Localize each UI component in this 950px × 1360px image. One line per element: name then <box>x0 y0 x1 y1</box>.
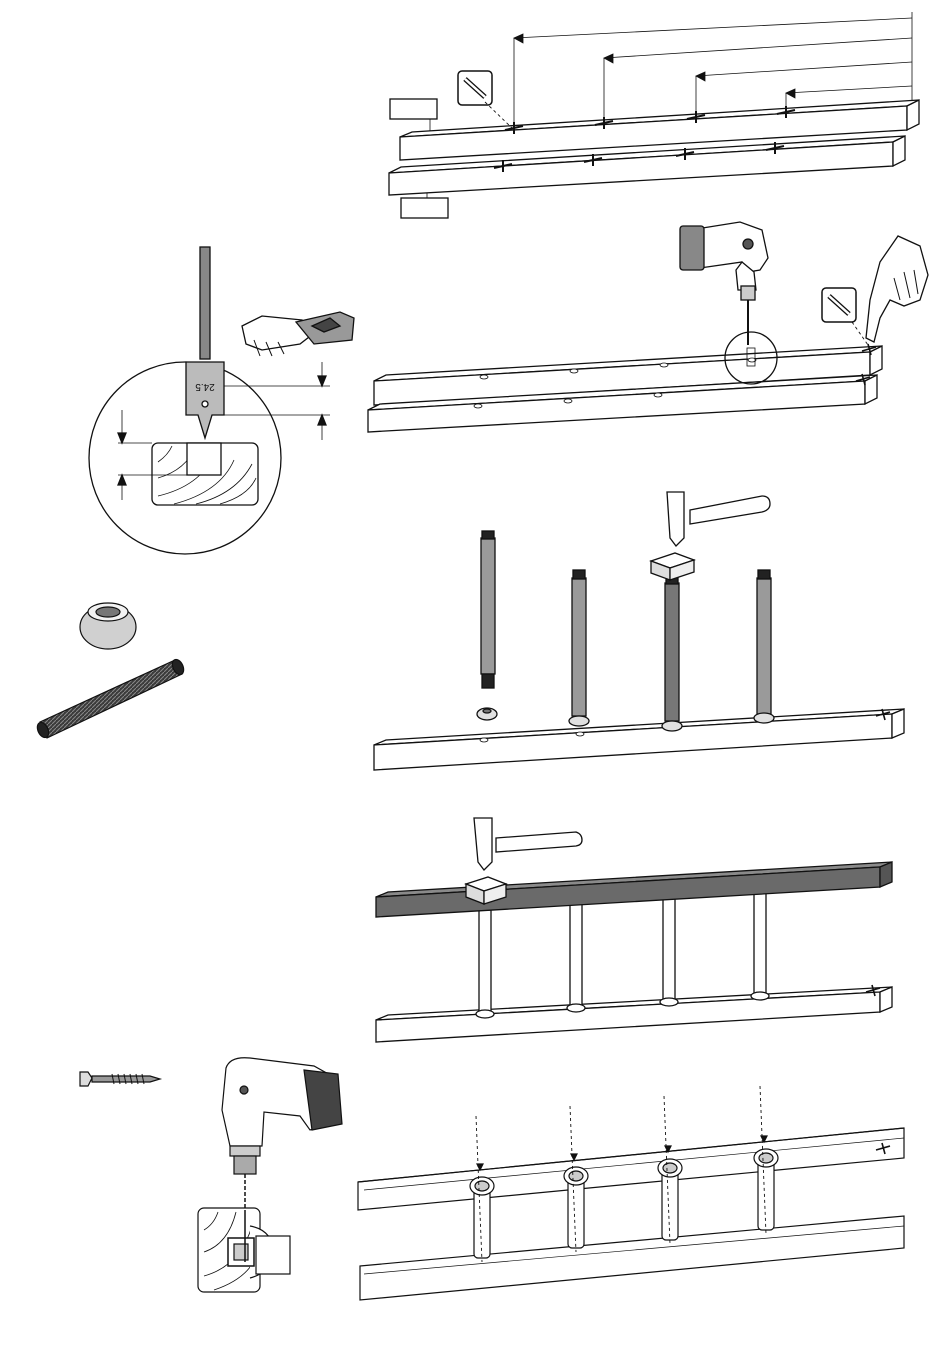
pencil-icon <box>458 71 512 128</box>
rail-label-box-bottom <box>401 198 448 218</box>
rail-top <box>358 1128 904 1210</box>
utility-knife-icon <box>242 312 354 356</box>
rail-bottom <box>376 987 892 1042</box>
step1-marking-rails <box>389 12 919 218</box>
step6-final-assembly <box>358 1086 904 1300</box>
rung-1 <box>477 531 497 720</box>
rung-4 <box>754 570 774 723</box>
cordless-drill-icon <box>222 1058 342 1232</box>
dome-cap-nut-icon <box>80 603 136 649</box>
rung-3 <box>662 1170 678 1240</box>
rail-bottom <box>360 1216 904 1300</box>
threaded-rod-icon <box>35 658 186 740</box>
rail-label-box-top <box>390 99 437 119</box>
step3-inserting-rungs <box>374 492 904 770</box>
parts-hardware <box>35 603 186 739</box>
drilled-hole-section <box>187 443 221 475</box>
rung-2 <box>569 570 589 726</box>
rail-top-dark <box>376 862 892 917</box>
pencil-icon <box>822 288 868 345</box>
cordless-drill-icon <box>680 222 768 345</box>
rung-1 <box>474 1188 490 1258</box>
pointing-hand-icon <box>866 236 928 342</box>
bit-shank <box>200 247 210 359</box>
bit-size-label: 24.5 <box>195 381 215 392</box>
rung-4 <box>754 892 766 996</box>
wood-screw-icon <box>80 1072 160 1086</box>
rung-3 <box>651 553 694 731</box>
rung-1 <box>479 910 491 1014</box>
hammer-icon <box>667 492 770 546</box>
rung-2 <box>570 904 582 1008</box>
step4-fitting-top-rail <box>376 818 892 1042</box>
hammer-icon <box>474 818 582 870</box>
rung-4 <box>758 1160 774 1230</box>
joint-cross-section <box>198 1208 290 1292</box>
step2-drilling-rails <box>368 222 928 432</box>
rail <box>374 709 904 770</box>
wood-block-icon <box>651 553 694 580</box>
rung-3 <box>663 898 675 1002</box>
rung-2 <box>568 1178 584 1248</box>
step5-screw-detail <box>80 1058 342 1292</box>
detail-spade-bit: 24.5 <box>89 247 354 554</box>
